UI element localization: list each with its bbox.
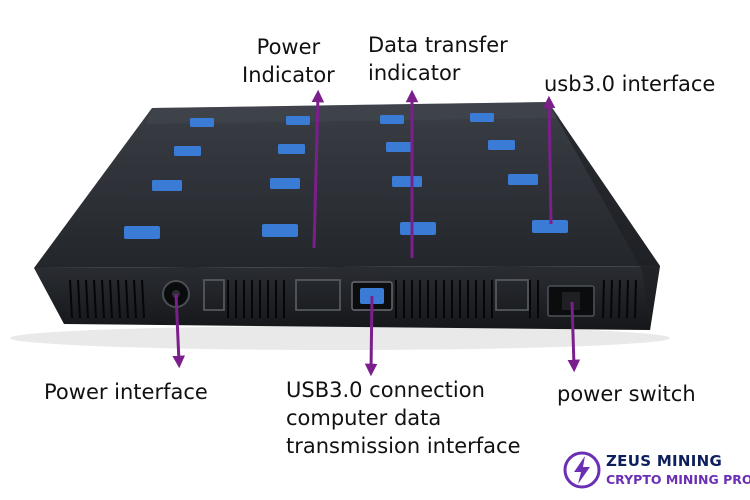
arrow-usb30 (542, 95, 556, 225)
usb-port-grid (124, 113, 568, 239)
usb-port (392, 176, 422, 187)
arrow-power-indicator (311, 89, 325, 249)
usb-port (190, 118, 214, 127)
device-front-face (34, 266, 660, 330)
label-power-switch: power switch (557, 382, 696, 406)
brand-logo: ZEUS MINING CRYPTO MINING PRO (562, 448, 750, 494)
label-line: Indicator (242, 63, 335, 87)
label-line: Data transfer (368, 33, 508, 57)
device-top-highlight (146, 102, 560, 124)
usb-port (470, 113, 494, 122)
front-window (495, 279, 529, 311)
usb-port (488, 140, 515, 150)
label-line: USB3.0 connection (286, 378, 485, 402)
power-switch-rocker (562, 292, 580, 310)
device-shadow (10, 326, 670, 350)
logo-title: ZEUS MINING (606, 452, 723, 470)
label-line: indicator (368, 61, 461, 85)
usb-port (278, 144, 305, 154)
usb-port (152, 180, 182, 191)
arrow-power-switch (567, 301, 581, 373)
usb-port (532, 220, 568, 233)
usb-port (270, 178, 300, 189)
usb-port (380, 115, 404, 124)
usb-port (386, 142, 413, 152)
usb-port (174, 146, 201, 156)
label-data-transfer-indicator: Data transfer indicator (368, 31, 508, 87)
usb-port (508, 174, 538, 185)
usb-port (286, 116, 310, 125)
device-top-surface (34, 102, 660, 268)
arrow-power-interface (172, 293, 186, 369)
usb-port (400, 222, 436, 235)
lightning-bolt-icon (563, 451, 601, 489)
front-window (295, 279, 341, 311)
device-right-side (548, 102, 660, 330)
arrow-usb-connection (364, 295, 378, 377)
usb-port (124, 226, 160, 239)
front-window (203, 279, 225, 311)
label-usb-connection: USB3.0 connection computer data transmis… (286, 376, 521, 460)
usb-port (262, 224, 298, 237)
label-line: transmission interface (286, 434, 521, 458)
label-line: Power (256, 35, 321, 59)
label-usb30-interface: usb3.0 interface (544, 72, 716, 96)
logo-subtitle: CRYPTO MINING PRO (606, 472, 750, 487)
label-line: computer data (286, 406, 442, 430)
label-power-interface: Power interface (44, 380, 208, 404)
front-vents (69, 279, 637, 319)
label-power-indicator: Power Indicator (242, 33, 335, 89)
annotation-arrows (172, 89, 581, 377)
